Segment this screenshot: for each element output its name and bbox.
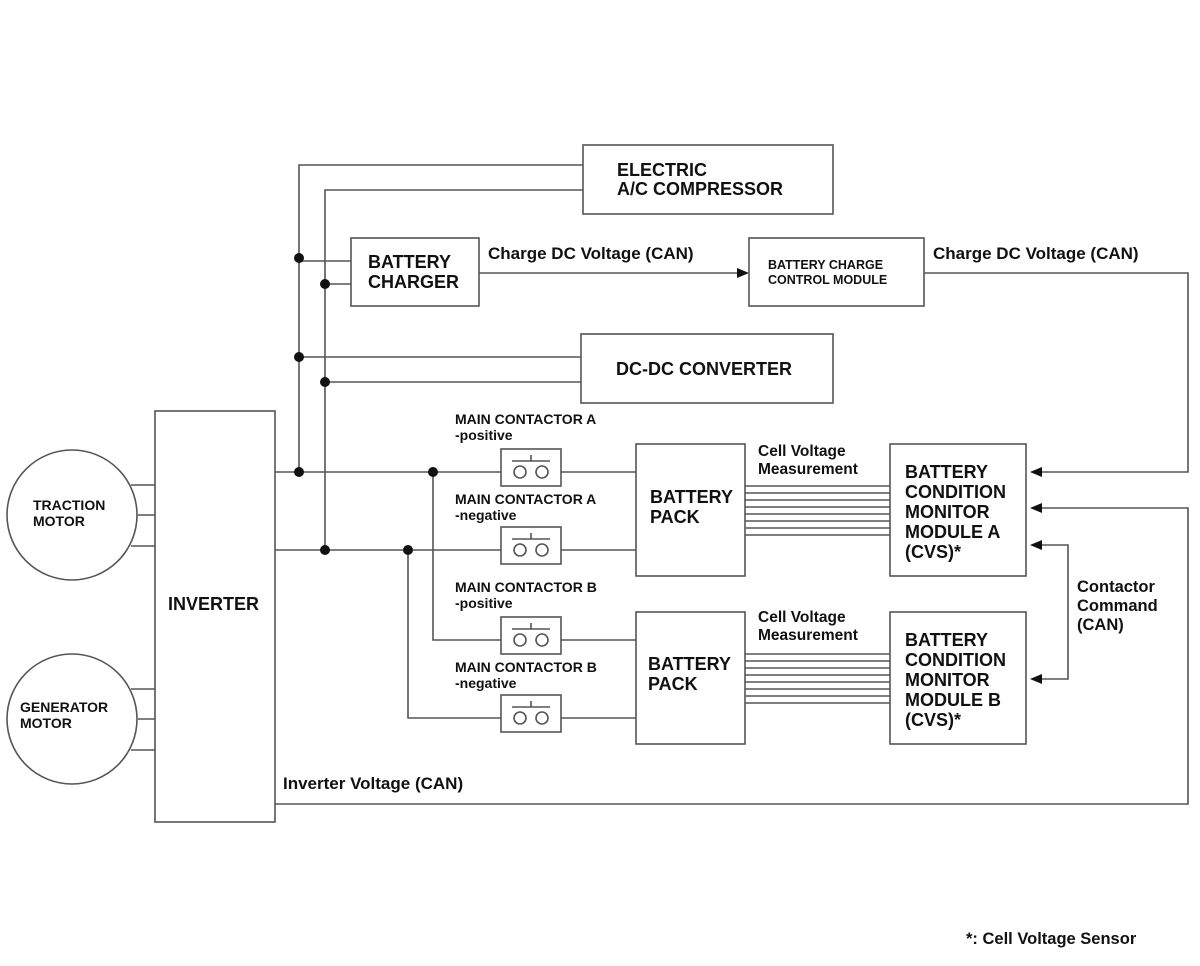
wire-inverter-voltage xyxy=(275,507,1189,805)
ac-compressor-label-1: ELECTRIC xyxy=(617,160,707,180)
monitor-module-a-label-3: MONITOR xyxy=(905,502,990,522)
battery-pack-b-label-2: PACK xyxy=(648,674,698,694)
contactor-a-negative-label-1: MAIN CONTACTOR A xyxy=(455,491,596,507)
generator-motor-circle xyxy=(6,653,138,785)
battery-charger-label-2: CHARGER xyxy=(368,272,459,292)
contactor-a-positive-label-2: -positive xyxy=(455,427,513,443)
battery-pack-b-label-1: BATTERY xyxy=(648,654,731,674)
wire-b-negative xyxy=(407,550,636,719)
dcdc-converter-box xyxy=(580,333,834,404)
dcdc-converter-label: DC-DC CONVERTER xyxy=(616,359,792,379)
wire-traction-phases xyxy=(131,484,155,547)
battery-charger-label-1: BATTERY xyxy=(368,252,451,272)
contactor-b-positive-label-1: MAIN CONTACTOR B xyxy=(455,579,597,595)
inverter-box xyxy=(154,410,276,823)
cell-voltage-bundle-b xyxy=(745,653,890,704)
monitor-module-a-label-5: (CVS)* xyxy=(905,542,961,562)
monitor-module-a-label-2: CONDITION xyxy=(905,482,1006,502)
charge-dc-voltage-label-2: Charge DC Voltage (CAN) xyxy=(933,244,1139,263)
junction-dot xyxy=(428,467,438,477)
contactor-command-label-1: Contactor xyxy=(1077,578,1155,596)
charge-control-module-label-1: BATTERY CHARGE xyxy=(768,258,883,272)
ac-compressor-label-2: A/C COMPRESSOR xyxy=(617,179,783,199)
battery-pack-a-label-1: BATTERY xyxy=(650,487,733,507)
charge-control-module-box xyxy=(748,237,925,307)
junction-dot xyxy=(294,352,304,362)
traction-motor-label-1: TRACTION xyxy=(33,497,105,513)
battery-pack-a-box xyxy=(635,443,746,577)
inverter-label: INVERTER xyxy=(168,594,259,614)
battery-charger-box xyxy=(350,237,480,307)
contactor-b-negative-label-2: -negative xyxy=(455,675,517,691)
contactor-a-negative-label-2: -negative xyxy=(455,507,517,523)
monitor-module-a-label-4: MODULE A xyxy=(905,522,1000,542)
traction-motor-circle xyxy=(6,449,138,581)
monitor-module-b-label-5: (CVS)* xyxy=(905,710,961,730)
contactor-command-label-2: Command xyxy=(1077,597,1158,615)
cell-voltage-b-label-1: Cell Voltage xyxy=(758,609,846,626)
wire-charge-dc-2 xyxy=(924,272,1189,473)
contactor-b-negative-label-1: MAIN CONTACTOR B xyxy=(455,659,597,675)
monitor-module-a-box xyxy=(889,443,1027,577)
generator-motor-label-2: MOTOR xyxy=(20,715,72,731)
junction-dot xyxy=(320,545,330,555)
contactor-a-positive-symbol xyxy=(500,448,562,487)
arrow-contactor-command-a xyxy=(1030,540,1042,550)
contactor-b-positive-label-2: -positive xyxy=(455,595,513,611)
arrow-charge-dc-2 xyxy=(1030,467,1042,477)
contactor-b-negative-symbol xyxy=(500,694,562,733)
traction-motor-label-2: MOTOR xyxy=(33,513,85,529)
contactor-command-label-3: (CAN) xyxy=(1077,616,1124,634)
cell-voltage-b-label-2: Measurement xyxy=(758,627,858,644)
monitor-module-b-label-3: MONITOR xyxy=(905,670,990,690)
monitor-module-b-label-1: BATTERY xyxy=(905,630,988,650)
junction-dot xyxy=(320,377,330,387)
charge-control-module-label-2: CONTROL MODULE xyxy=(768,273,887,287)
wire-b-positive xyxy=(432,472,636,641)
cell-voltage-a-label-2: Measurement xyxy=(758,461,858,478)
footnote: *: Cell Voltage Sensor xyxy=(966,930,1137,948)
charge-dc-voltage-label-1: Charge DC Voltage (CAN) xyxy=(488,244,694,263)
contactor-a-positive-label-1: MAIN CONTACTOR A xyxy=(455,411,596,427)
arrow-contactor-command-b xyxy=(1030,674,1042,684)
junction-dot xyxy=(403,545,413,555)
wire-contactor-command xyxy=(1040,544,1069,680)
monitor-module-b-box xyxy=(889,611,1027,745)
contactor-b-positive-symbol xyxy=(500,616,562,655)
monitor-module-a-label-1: BATTERY xyxy=(905,462,988,482)
ac-compressor-box xyxy=(582,144,834,215)
contactor-a-negative-symbol xyxy=(500,526,562,565)
arrow-inverter-voltage xyxy=(1030,503,1042,513)
monitor-module-b-label-2: CONDITION xyxy=(905,650,1006,670)
inverter-voltage-label: Inverter Voltage (CAN) xyxy=(283,774,463,793)
arrow-charge-dc-1 xyxy=(737,268,749,278)
junction-dot xyxy=(294,467,304,477)
junction-dot xyxy=(294,253,304,263)
generator-motor-label-1: GENERATOR xyxy=(20,699,108,715)
battery-pack-a-label-2: PACK xyxy=(650,507,700,527)
monitor-module-b-label-4: MODULE B xyxy=(905,690,1001,710)
cell-voltage-bundle-a xyxy=(745,485,890,536)
battery-pack-b-box xyxy=(635,611,746,745)
junction-dot xyxy=(320,279,330,289)
wire-generator-phases xyxy=(131,688,155,751)
cell-voltage-a-label-1: Cell Voltage xyxy=(758,443,846,460)
